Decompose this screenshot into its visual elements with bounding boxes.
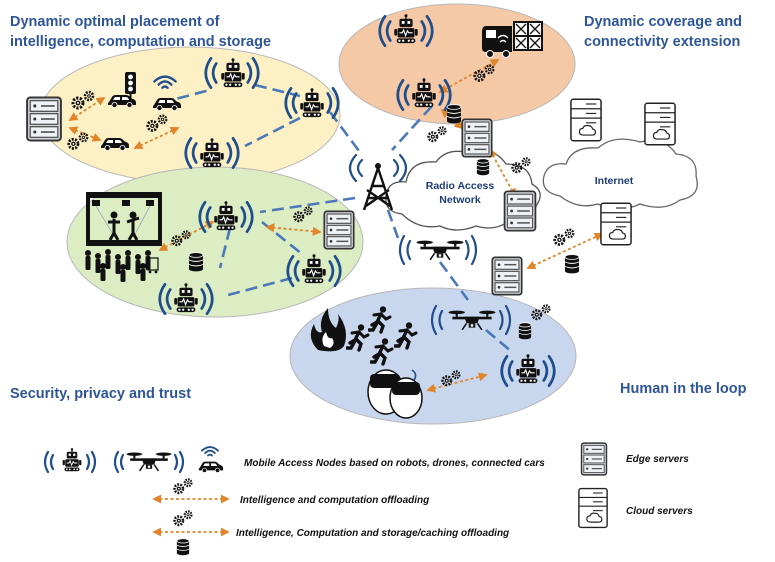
- database-icon: [446, 104, 462, 124]
- edge-server-icon: [461, 118, 493, 158]
- database-icon: [564, 254, 580, 274]
- vr-headset-icon: [367, 369, 423, 419]
- drone-icon: [416, 239, 464, 261]
- cloud-server-icon: [644, 102, 676, 146]
- gear-icon: [553, 228, 575, 246]
- drone-icon: [126, 451, 172, 472]
- legend-edge-servers-label: Edge servers: [626, 454, 689, 465]
- database-icon: [188, 252, 204, 272]
- robot-icon: [61, 447, 83, 472]
- fire-icon: [310, 308, 346, 352]
- heading-coverage-line2: connectivity extension: [584, 34, 740, 50]
- legend-mobile-nodes-label: Mobile Access Nodes based on robots, dro…: [244, 458, 545, 469]
- edge-server-icon: [580, 442, 608, 476]
- database-icon: [476, 158, 490, 176]
- edge-server-icon: [491, 256, 523, 296]
- cloud-server-icon: [600, 202, 632, 246]
- wifi-icon: [200, 446, 220, 457]
- gear-icon: [173, 478, 193, 495]
- heading-security: Security, privacy and trust: [10, 386, 191, 402]
- legend-compute-offload: Intelligence and computation offloading: [152, 478, 429, 506]
- edge-server-icon: [323, 210, 355, 250]
- car-icon: [198, 461, 224, 473]
- traffic-light-icon: [125, 72, 136, 98]
- zone-placement: [39, 46, 341, 184]
- legend-storage-offload: Intelligence, Computation and storage/ca…: [152, 510, 509, 556]
- edge-server-icon: [26, 96, 62, 142]
- legend: Mobile Access Nodes based on robots, dro…: [43, 442, 693, 556]
- gear-icon: [173, 510, 193, 527]
- cloud-server-icon: [570, 98, 602, 142]
- heading-coverage-line1: Dynamic coverage and: [584, 14, 742, 30]
- concert-crowd-icon: [85, 192, 162, 282]
- truck-icon: [482, 21, 543, 58]
- legend-storage-offload-label: Intelligence, Computation and storage/ca…: [236, 528, 509, 539]
- legend-edge-servers: Edge servers: [580, 442, 689, 476]
- heading-placement-line1: Dynamic optimal placement of: [10, 14, 220, 30]
- legend-cloud-servers: Cloud servers: [578, 487, 693, 529]
- ran-label-line1: Radio Access: [426, 180, 495, 192]
- wireless-links: [159, 83, 513, 353]
- drone-node: [398, 234, 478, 266]
- database-icon: [518, 322, 532, 340]
- gear-icon: [427, 126, 447, 143]
- database-icon: [176, 538, 190, 556]
- drone-node: [430, 304, 512, 336]
- zone-human: [289, 287, 577, 425]
- legend-compute-offload-label: Intelligence and computation offloading: [240, 495, 429, 506]
- heading-placement-line2: intelligence, computation and storage: [10, 34, 271, 50]
- internet-label: Internet: [595, 175, 634, 187]
- cell-tower-icon: [348, 153, 408, 211]
- legend-cloud-servers-label: Cloud servers: [626, 506, 693, 517]
- heading-human: Human in the loop: [620, 381, 747, 397]
- edge-server-icon: [503, 190, 537, 232]
- legend-mobile-nodes: Mobile Access Nodes based on robots, dro…: [43, 446, 545, 474]
- cloud-server-icon: [578, 487, 608, 529]
- ran-label-line2: Network: [439, 194, 481, 206]
